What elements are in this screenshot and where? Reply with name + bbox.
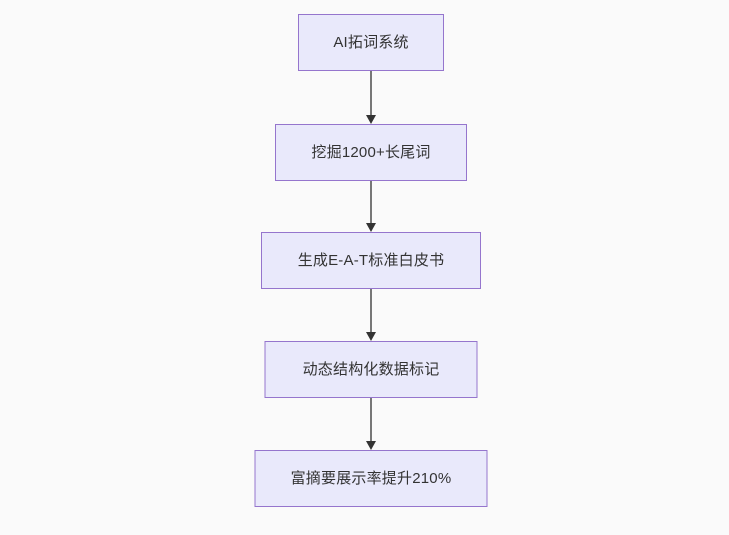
edge-line: [370, 398, 372, 442]
flowchart-node-label: 挖掘1200+长尾词: [311, 144, 431, 161]
flowchart-node-label: 富摘要展示率提升210%: [290, 470, 452, 487]
edge-line: [370, 289, 372, 333]
arrow-down-icon: [366, 332, 376, 341]
flowchart-node-dynamic-structured-data-markup[interactable]: 动态结构化数据标记: [264, 341, 478, 398]
edge-line: [370, 71, 372, 116]
flowchart-node-generate-eat-whitepaper[interactable]: 生成E-A-T标准白皮书: [261, 232, 481, 289]
flowchart-node-ai-keyword-system[interactable]: AI拓词系统: [298, 14, 444, 71]
edge-line: [370, 181, 372, 224]
flowchart-node-label: 生成E-A-T标准白皮书: [297, 252, 445, 269]
flowchart-node-mine-longtail-keywords[interactable]: 挖掘1200+长尾词: [275, 124, 467, 181]
flowchart-node-label: AI拓词系统: [333, 34, 409, 51]
arrow-down-icon: [366, 115, 376, 124]
flowchart-edge-4: [365, 398, 377, 450]
flowchart-edge-2: [365, 181, 377, 232]
arrow-down-icon: [366, 441, 376, 450]
arrow-down-icon: [366, 223, 376, 232]
flowchart-node-label: 动态结构化数据标记: [302, 361, 440, 378]
flowchart-node-rich-snippet-rate-increase[interactable]: 富摘要展示率提升210%: [254, 450, 488, 507]
flowchart-edge-3: [365, 289, 377, 341]
flowchart-edge-1: [365, 71, 377, 124]
